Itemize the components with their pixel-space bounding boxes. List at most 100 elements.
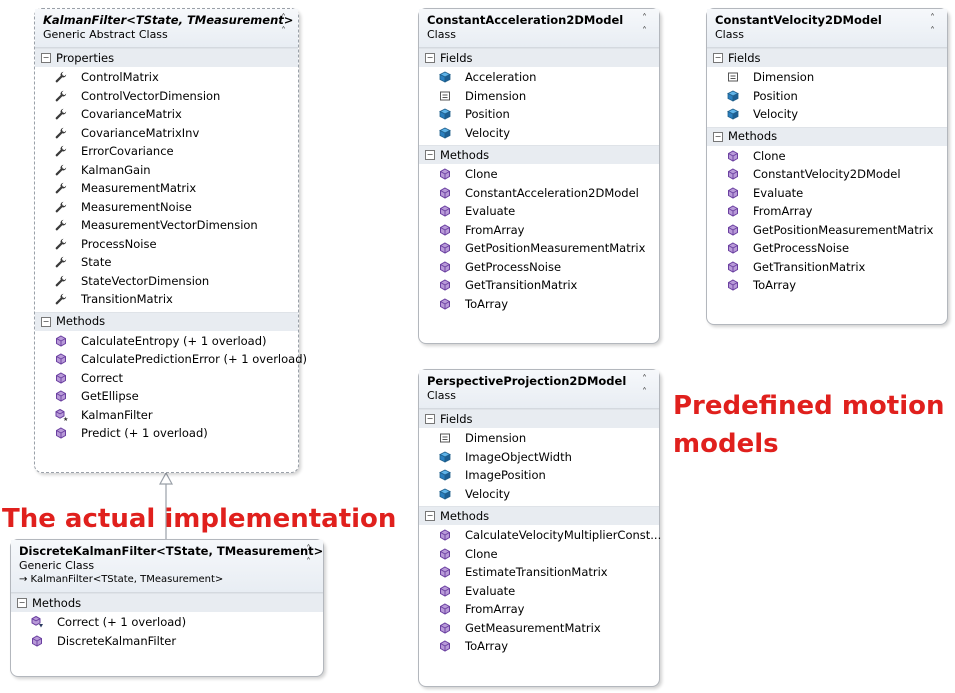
constructor-icon: ★ xyxy=(55,408,68,423)
collapse-icon[interactable]: ˄˄ xyxy=(642,374,647,398)
constant-icon xyxy=(439,432,451,444)
member-item[interactable]: Dimension xyxy=(707,68,947,87)
member-item[interactable]: TransitionMatrix xyxy=(35,290,298,309)
member-item[interactable]: GetProcessNoise xyxy=(419,258,659,277)
member-item[interactable]: EstimateTransitionMatrix xyxy=(419,563,659,582)
class-constant-velocity-2d-model[interactable]: ConstantVelocity2DModel Class ˄˄ − Field… xyxy=(706,8,948,325)
member-item[interactable]: ErrorCovariance xyxy=(35,142,298,161)
section-methods[interactable]: − Methods xyxy=(419,145,659,164)
class-kalman-filter[interactable]: KalmanFilter<TState, TMeasurement> Gener… xyxy=(34,8,307,473)
class-constant-acceleration-2d-model[interactable]: ConstantAcceleration2DModel Class ˄˄ − F… xyxy=(418,8,660,344)
member-label: Position xyxy=(753,88,798,103)
member-item[interactable]: FromArray xyxy=(707,202,947,221)
minus-icon[interactable]: − xyxy=(17,598,27,608)
member-item[interactable]: Clone xyxy=(419,545,659,564)
member-item[interactable]: ToArray xyxy=(419,637,659,656)
member-item[interactable]: ConstantVelocity2DModel xyxy=(707,165,947,184)
member-item[interactable]: Clone xyxy=(419,165,659,184)
member-item[interactable]: ConstantAcceleration2DModel xyxy=(419,184,659,203)
member-item[interactable]: ControlMatrix xyxy=(35,68,298,87)
member-item[interactable]: Evaluate xyxy=(419,582,659,601)
member-item[interactable]: Evaluate xyxy=(419,202,659,221)
member-item[interactable]: DiscreteKalmanFilter xyxy=(11,632,323,651)
member-item[interactable]: State xyxy=(35,253,298,272)
collapse-icon[interactable]: ˄˄ xyxy=(306,544,311,568)
member-item[interactable]: FromArray xyxy=(419,221,659,240)
member-label: FromArray xyxy=(465,602,525,617)
member-item[interactable]: GetEllipse xyxy=(35,387,298,406)
section-fields[interactable]: − Fields xyxy=(707,48,947,67)
section-methods[interactable]: − Methods xyxy=(419,506,659,525)
minus-icon[interactable]: − xyxy=(41,53,51,63)
collapse-icon[interactable]: ˄˄ xyxy=(642,13,647,37)
member-item[interactable]: ImageObjectWidth xyxy=(419,448,659,467)
class-header[interactable]: ConstantVelocity2DModel Class ˄˄ xyxy=(707,9,947,48)
member-item[interactable]: KalmanGain xyxy=(35,161,298,180)
member-item[interactable]: CovarianceMatrix xyxy=(35,105,298,124)
member-item[interactable]: Correct (+ 1 overload) xyxy=(11,613,323,632)
member-item[interactable]: Position xyxy=(707,87,947,106)
method-icon xyxy=(55,353,67,365)
member-item[interactable]: Dimension xyxy=(419,87,659,106)
section-properties[interactable]: − Properties xyxy=(35,48,298,67)
member-item[interactable]: Velocity xyxy=(419,485,659,504)
member-item[interactable]: ControlVectorDimension xyxy=(35,87,298,106)
section-methods[interactable]: − Methods xyxy=(35,311,298,331)
member-item[interactable]: CovarianceMatrixInv xyxy=(35,124,298,143)
member-item[interactable]: MeasurementMatrix xyxy=(35,179,298,198)
member-item[interactable]: CalculateVelocityMultiplierConst... xyxy=(419,526,661,545)
member-item[interactable]: ImagePosition xyxy=(419,466,659,485)
member-item[interactable]: Predict (+ 1 overload) xyxy=(35,424,298,443)
member-item[interactable]: GetTransitionMatrix xyxy=(419,276,659,295)
class-header[interactable]: DiscreteKalmanFilter<TState, TMeasuremen… xyxy=(11,540,323,593)
member-item[interactable]: Clone xyxy=(707,147,947,166)
class-header[interactable]: PerspectiveProjection2DModel Class ˄˄ xyxy=(419,370,659,409)
section-methods[interactable]: − Methods xyxy=(11,593,323,612)
member-item[interactable]: GetProcessNoise xyxy=(707,239,947,258)
member-item[interactable]: GetMeasurementMatrix xyxy=(419,619,659,638)
member-item[interactable]: Velocity xyxy=(419,124,659,143)
section-fields[interactable]: − Fields xyxy=(419,409,659,428)
member-item[interactable]: StateVectorDimension xyxy=(35,272,298,291)
member-item[interactable]: ★KalmanFilter xyxy=(35,406,298,425)
minus-icon[interactable]: − xyxy=(41,316,51,327)
member-item[interactable]: GetPositionMeasurementMatrix xyxy=(419,239,659,258)
member-item[interactable]: Acceleration xyxy=(419,68,659,87)
minus-icon[interactable]: − xyxy=(425,511,435,521)
class-kind: Class xyxy=(427,28,456,41)
method-icon xyxy=(439,187,451,199)
member-item[interactable]: GetPositionMeasurementMatrix xyxy=(707,221,947,240)
section-methods[interactable]: − Methods xyxy=(707,126,947,146)
member-item[interactable]: Evaluate xyxy=(707,184,947,203)
member-item[interactable]: CalculateEntropy (+ 1 overload) xyxy=(35,332,298,351)
class-discrete-kalman-filter[interactable]: DiscreteKalmanFilter<TState, TMeasuremen… xyxy=(10,539,324,677)
member-item[interactable]: MeasurementNoise xyxy=(35,198,298,217)
section-fields[interactable]: − Fields xyxy=(419,48,659,67)
member-item[interactable]: Velocity xyxy=(707,105,947,124)
member-item[interactable]: MeasurementVectorDimension xyxy=(35,216,298,235)
collapse-icon[interactable]: ˄˄ xyxy=(930,13,935,37)
field-icon xyxy=(439,71,451,83)
section-label: Methods xyxy=(440,147,490,162)
minus-icon[interactable]: − xyxy=(425,53,435,63)
member-label: CovarianceMatrixInv xyxy=(81,125,200,140)
member-item[interactable]: ToArray xyxy=(419,295,659,314)
member-item[interactable]: ToArray xyxy=(707,276,947,295)
class-perspective-projection-2d-model[interactable]: PerspectiveProjection2DModel Class ˄˄ − … xyxy=(418,369,661,687)
minus-icon[interactable]: − xyxy=(713,131,723,142)
collapse-icon[interactable]: ˄˄ xyxy=(281,13,286,37)
member-item[interactable]: FromArray xyxy=(419,600,659,619)
member-item[interactable]: Correct xyxy=(35,369,298,388)
minus-icon[interactable]: − xyxy=(713,53,723,63)
minus-icon[interactable]: − xyxy=(425,414,435,424)
member-item[interactable]: Position xyxy=(419,105,659,124)
minus-icon[interactable]: − xyxy=(425,150,435,160)
class-header[interactable]: ConstantAcceleration2DModel Class ˄˄ xyxy=(419,9,659,48)
member-item[interactable]: ProcessNoise xyxy=(35,235,298,254)
wrench-icon xyxy=(55,90,67,102)
class-header[interactable]: KalmanFilter<TState, TMeasurement> Gener… xyxy=(35,9,298,48)
member-item[interactable]: GetTransitionMatrix xyxy=(707,258,947,277)
member-item[interactable]: CalculatePredictionError (+ 1 overload) xyxy=(35,350,307,369)
member-label: ToArray xyxy=(753,278,797,293)
member-item[interactable]: Dimension xyxy=(419,429,659,448)
